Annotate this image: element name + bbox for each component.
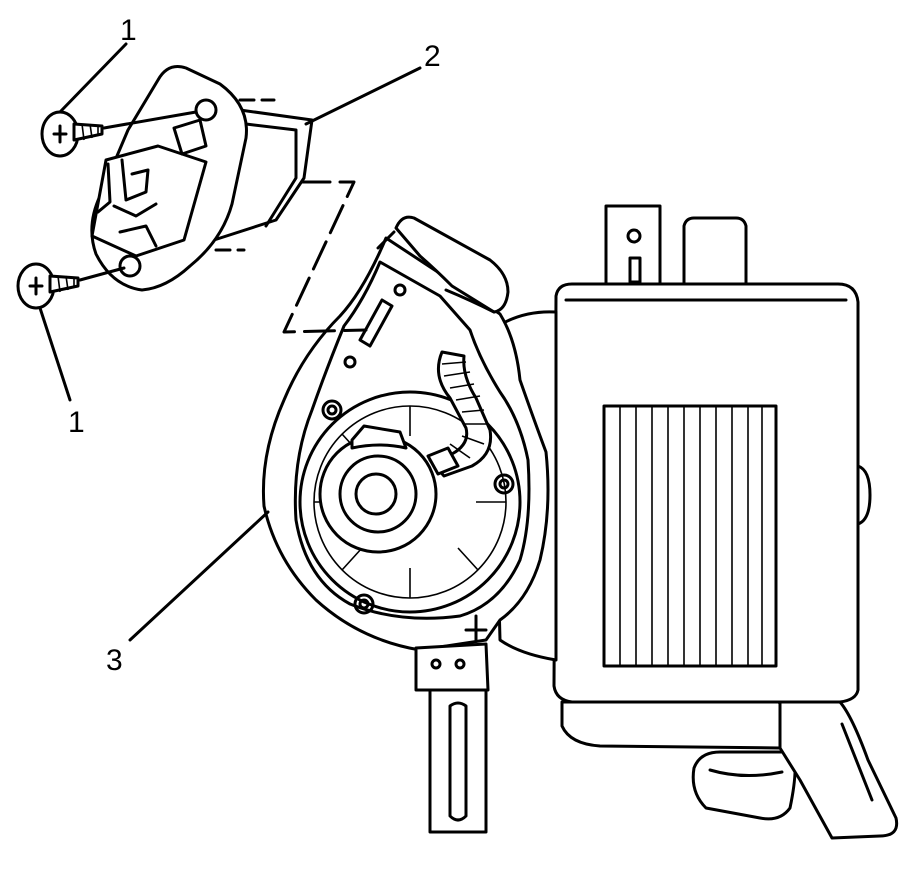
blower-resistor (90, 65, 314, 292)
screw-bottom (16, 262, 80, 310)
leader-lines (38, 42, 422, 642)
callout-2: 2 (424, 40, 441, 73)
hvac-case (552, 204, 899, 840)
blower-housing (261, 215, 558, 834)
screw-guide-lines (78, 110, 198, 282)
screw-top (40, 110, 104, 158)
callout-1-top: 1 (120, 14, 137, 47)
assembly-guide-line (282, 180, 368, 334)
callout-1-bottom: 1 (68, 406, 85, 439)
callout-3: 3 (106, 644, 123, 677)
